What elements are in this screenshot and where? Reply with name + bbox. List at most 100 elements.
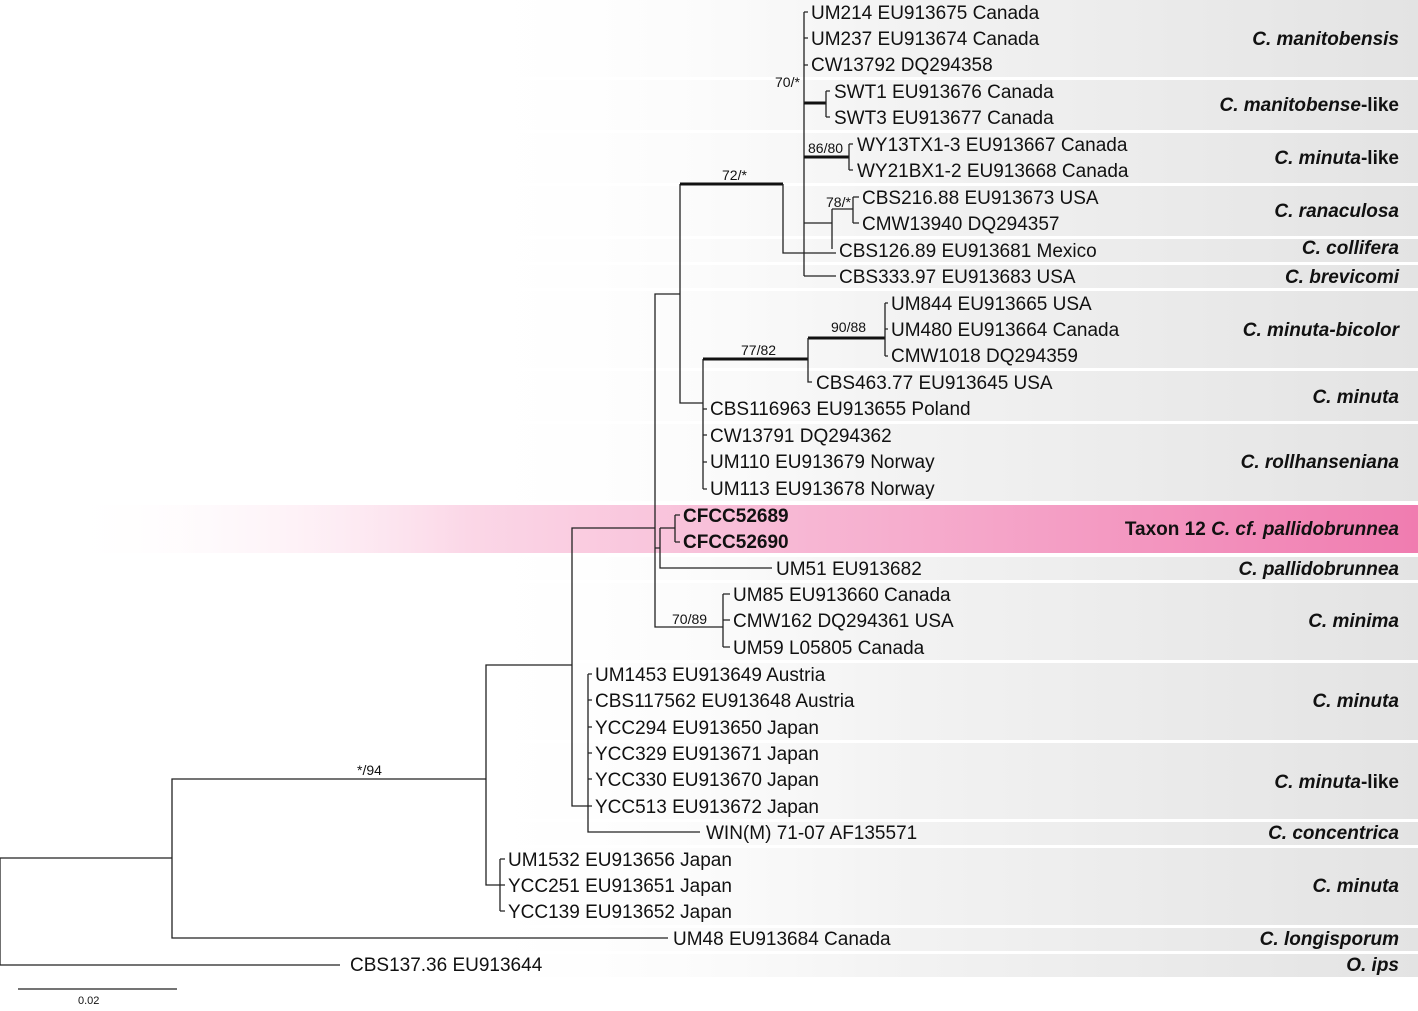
clade-label: C. manitobensis: [1252, 29, 1399, 50]
branch-upper2: [679, 184, 703, 404]
taxon-label: UM237 EU913674 Canada: [811, 29, 1040, 50]
branch-bicolor: [807, 302, 888, 383]
clade-label: C. concentrica: [1268, 823, 1399, 844]
clade-label: C. minuta: [1312, 387, 1399, 408]
band-brevicomi: [450, 265, 1418, 288]
band-concentrica: [450, 822, 1418, 845]
taxon-labels: UM214 EU913675 Canada UM237 EU913674 Can…: [350, 3, 1129, 976]
band-pallidobrunnea: [450, 557, 1418, 580]
taxon-label: WIN(M) 71-07 AF135571: [706, 823, 917, 844]
branch-upper: [654, 293, 723, 628]
support-label: 72/*: [722, 167, 747, 183]
taxon-label: WY21BX1-2 EU913668 Canada: [857, 161, 1129, 182]
band-minuta-1: [450, 371, 1418, 421]
support-label: 70/89: [672, 611, 707, 627]
band-manitobense-like: [450, 80, 1418, 130]
clade-bands: [60, 0, 1418, 977]
band-minima: [450, 583, 1418, 660]
support-label: 77/82: [741, 342, 776, 358]
clade-label: C. brevicomi: [1285, 267, 1400, 288]
taxon-label: SWT3 EU913677 Canada: [834, 108, 1054, 129]
support-label: */94: [357, 762, 382, 778]
branch-mid: [571, 527, 655, 807]
taxon-label: CMW13940 DQ294357: [862, 214, 1060, 235]
band-manitobensis: [450, 0, 1418, 77]
support-label: 86/80: [808, 140, 843, 156]
taxon-label: YCC139 EU913652 Japan: [508, 902, 732, 923]
band-highlight-taxon12: [60, 505, 1418, 553]
taxon-label: UM844 EU913665 USA: [891, 294, 1092, 315]
clade-label: C. minuta-like: [1274, 772, 1399, 793]
support-label: 78/*: [826, 194, 851, 210]
taxon-label: CW13792 DQ294358: [811, 55, 993, 76]
clade-label: C. minuta-like: [1274, 148, 1399, 169]
branch-rollhan: [702, 359, 707, 490]
branch-bicolor-bold: [703, 336, 885, 361]
band-minuta-bicolor: [450, 291, 1418, 368]
branch-minuta-japan-a: [499, 858, 505, 912]
taxon-label: YCC513 EU913672 Japan: [595, 797, 819, 818]
band-collifera: [450, 239, 1418, 262]
taxon-label: YCC294 EU913650 Japan: [595, 718, 819, 739]
band-minuta-2: [450, 663, 1418, 740]
branch-root: [0, 778, 668, 966]
clade-label: C. minima: [1308, 611, 1399, 632]
taxon-label: YCC251 EU913651 Japan: [508, 876, 732, 897]
clade-label: C. collifera: [1302, 238, 1400, 259]
branch-ingroup: [485, 664, 572, 886]
taxon-label: CBS463.77 EU913645 USA: [816, 373, 1053, 394]
support-label: 90/88: [831, 319, 866, 335]
branch-manito-bold: [804, 101, 849, 159]
branch-ranaculosa: [832, 196, 859, 224]
tree-branches: [0, 11, 888, 990]
taxon-label: UM48 EU913684 Canada: [673, 929, 891, 950]
taxon-label: CBS216.88 EU913673 USA: [862, 188, 1099, 209]
taxon-label: CMW162 DQ294361 USA: [733, 611, 954, 632]
band-minuta-like-1: [450, 133, 1418, 183]
branch-minima: [722, 593, 730, 648]
clade-label: C. minuta-bicolor: [1243, 320, 1401, 341]
taxon-label: UM110 EU913679 Norway: [710, 452, 935, 473]
band-o-ips: [450, 954, 1418, 977]
taxon-label: CMW1018 DQ294359: [891, 346, 1078, 367]
support-values: 70/* 86/80 72/* 78/* 90/88 77/82 70/89 *…: [357, 74, 866, 778]
clade-label: C. longisporum: [1260, 929, 1399, 950]
taxon-label: UM1532 EU913656 Japan: [508, 850, 732, 871]
clade-label-taxon12: Taxon 12 C. cf. pallidobrunnea: [1125, 519, 1400, 540]
taxon-label: CBS137.36 EU913644: [350, 955, 543, 976]
taxon-label: CFCC52690: [683, 532, 789, 553]
taxon-label: UM480 EU913664 Canada: [891, 320, 1120, 341]
band-minuta-3: [450, 848, 1418, 925]
clade-labels: C. manitobensis C. manitobense-like C. m…: [1125, 29, 1401, 976]
taxon-label: YCC329 EU913671 Japan: [595, 744, 819, 765]
taxon-label: UM1453 EU913649 Austria: [595, 665, 826, 686]
taxon-label: YCC330 EU913670 Japan: [595, 770, 819, 791]
taxon-label: CFCC52689: [683, 506, 789, 527]
clade-label: C. minuta: [1312, 691, 1399, 712]
taxon-label: UM113 EU913678 Norway: [710, 479, 935, 500]
branch-concentrica-group: [587, 673, 700, 833]
band-ranaculosa: [450, 186, 1418, 236]
taxon-label: CBS333.97 EU913683 USA: [839, 267, 1076, 288]
support-label: 70/*: [775, 74, 800, 90]
taxon-label: UM214 EU913675 Canada: [811, 3, 1040, 24]
taxon-label: WY13TX1-3 EU913667 Canada: [857, 135, 1128, 156]
branch-manito: [803, 11, 853, 171]
taxon-label: CBS126.89 EU913681 Mexico: [839, 241, 1097, 262]
branch-canada: [782, 103, 836, 277]
clade-label: C. rollhanseniana: [1241, 452, 1400, 473]
clade-label: C. minuta: [1312, 876, 1399, 897]
clade-label: C. pallidobrunnea: [1239, 559, 1400, 580]
band-minuta-like-2: [450, 743, 1418, 819]
clade-label: C. ranaculosa: [1274, 201, 1399, 222]
taxon-label: CBS117562 EU913648 Austria: [595, 691, 855, 712]
taxon-label: CBS116963 EU913655 Poland: [710, 399, 971, 420]
band-longisporum: [450, 928, 1418, 951]
scale-bar-label: 0.02: [78, 995, 99, 1006]
taxon-label: UM85 EU913660 Canada: [733, 585, 951, 606]
taxon-label: UM51 EU913682: [776, 559, 922, 580]
taxon-label: UM59 L05805 Canada: [733, 638, 925, 659]
branch-pallido: [659, 527, 772, 569]
